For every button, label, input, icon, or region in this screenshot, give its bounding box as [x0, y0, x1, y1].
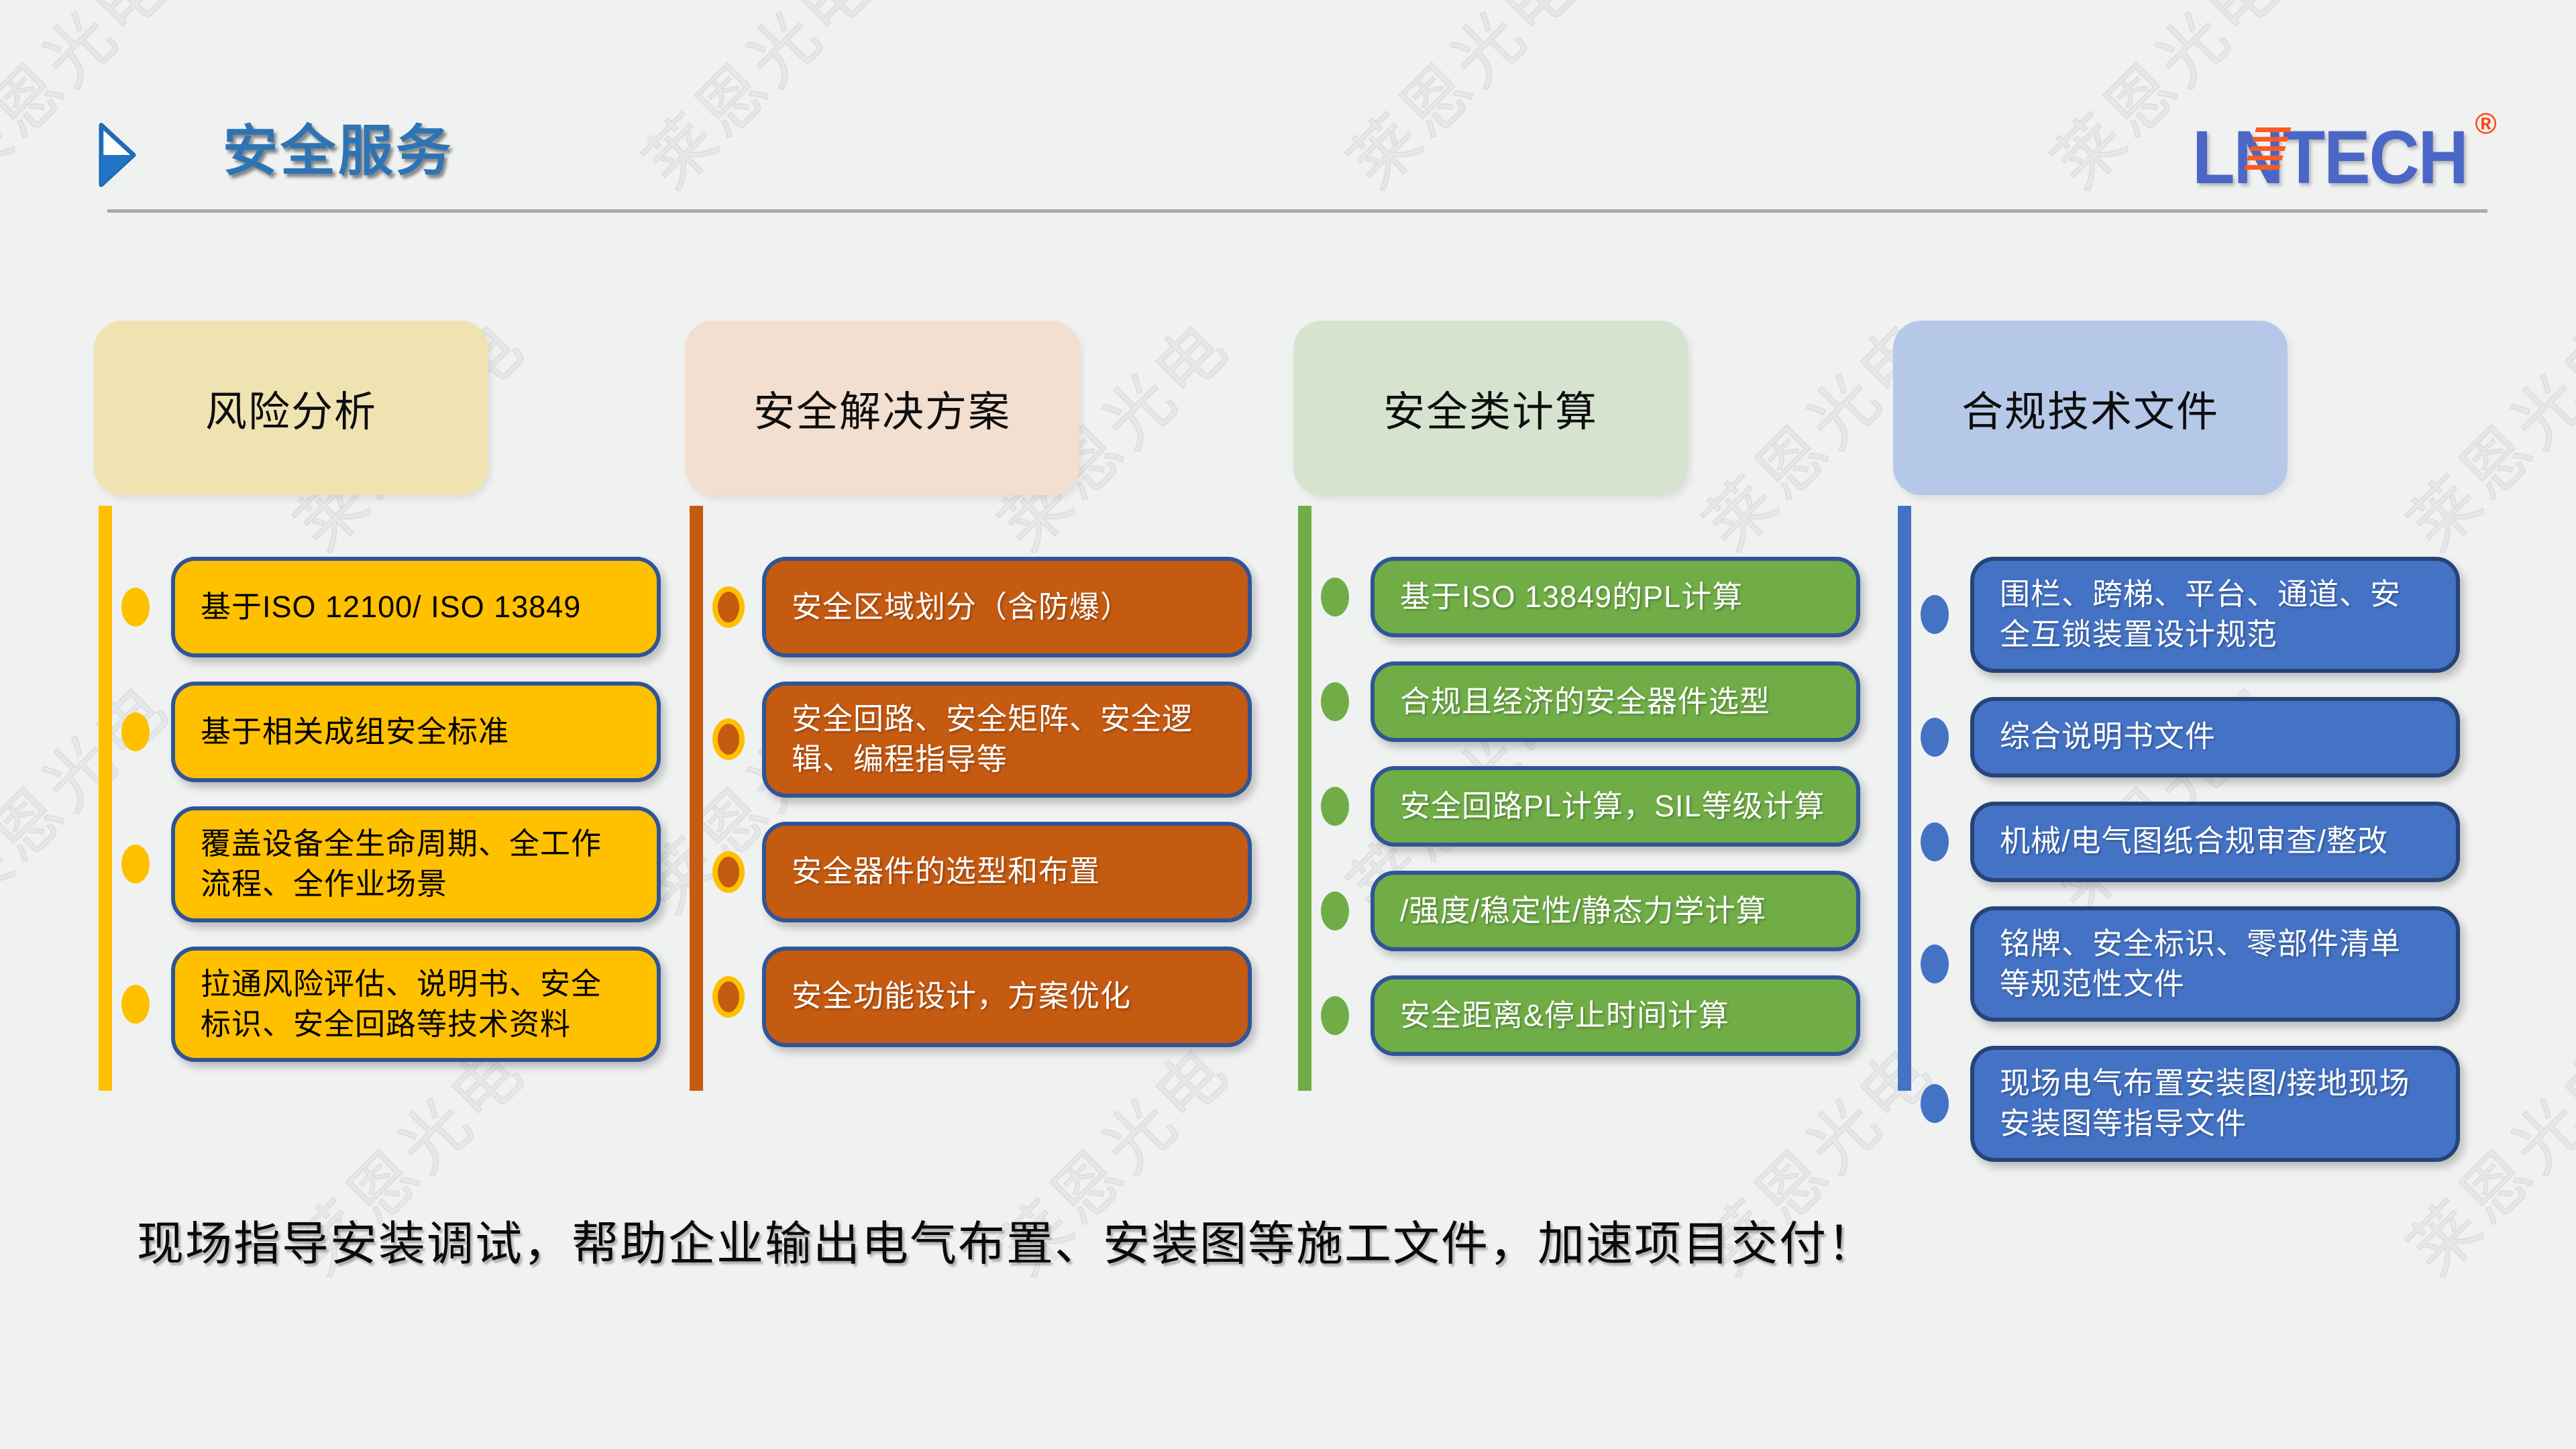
list-item: 基于ISO 13849的PL计算 — [1321, 557, 1860, 637]
column-header: 安全类计算 — [1293, 321, 1688, 495]
list-item: /强度/稳定性/静态力学计算 — [1321, 871, 1860, 951]
list-item: 围栏、跨梯、平台、通道、安全互锁装置设计规范 — [1921, 557, 2460, 673]
service-column: 安全解决方案 安全区域划分（含防爆） 安全回路、安全矩阵、安全逻辑、编程指导等 … — [685, 321, 1265, 1091]
column-item-list: 基于ISO 12100/ ISO 13849 基于相关成组安全标准 覆盖设备全生… — [121, 557, 661, 1063]
list-item: 安全器件的选型和布置 — [712, 821, 1252, 922]
bullet-icon — [1321, 578, 1349, 616]
column-accent-bar — [1898, 506, 1911, 1091]
lntech-logo: LNTECH ® — [2192, 107, 2497, 200]
page-title: 安全服务 — [223, 121, 454, 182]
bottom-note: 现场指导安装调试，帮助企业输出电气布置、安装图等施工文件，加速项目交付！ — [137, 1219, 1876, 1271]
list-item: 覆盖设备全生命周期、全工作流程、全作业场景 — [121, 806, 661, 922]
service-column: 合规技术文件 围栏、跨梯、平台、通道、安全互锁装置设计规范 综合说明书文件 机械… — [1893, 321, 2473, 1186]
bullet-icon — [712, 975, 745, 1018]
list-item-label: 基于ISO 12100/ ISO 13849 — [201, 589, 582, 624]
bullet-icon — [121, 588, 150, 627]
registered-trademark-icon: ® — [2475, 107, 2497, 140]
list-item: 综合说明书文件 — [1921, 696, 2460, 777]
watermark-text: 莱恩光电 — [631, 0, 890, 203]
column-item-list: 围栏、跨梯、平台、通道、安全互锁装置设计规范 综合说明书文件 机械/电气图纸合规… — [1921, 557, 2460, 1162]
bullet-icon — [1921, 595, 1949, 635]
bullet-icon — [1921, 717, 1949, 757]
bullet-icon — [712, 851, 745, 893]
list-item: 现场电气布置安装图/接地现场安装图等指导文件 — [1921, 1046, 2460, 1162]
watermark-text: 莱恩光电 — [0, 0, 185, 203]
bullet-icon — [1321, 996, 1349, 1035]
list-item: 基于相关成组安全标准 — [121, 682, 661, 782]
column-header-label: 合规技术文件 — [1961, 389, 2219, 435]
service-column: 安全类计算 基于ISO 13849的PL计算 合规且经济的安全器件选型 安全回路… — [1293, 321, 1874, 1091]
list-item: 安全回路PL计算，SIL等级计算 — [1321, 766, 1860, 847]
list-item-label: /强度/稳定性/静态力学计算 — [1400, 893, 1767, 928]
list-item-label: 安全器件的选型和布置 — [792, 854, 1101, 889]
bullet-icon — [1921, 1084, 1949, 1124]
list-item-label: 安全回路PL计算，SIL等级计算 — [1400, 788, 1825, 823]
list-item-label: 基于ISO 13849的PL计算 — [1400, 579, 1743, 614]
bullet-icon — [1321, 682, 1349, 721]
arrow-bullet-icon — [98, 122, 137, 188]
list-item: 合规且经济的安全器件选型 — [1321, 661, 1860, 742]
bullet-icon — [1321, 787, 1349, 826]
list-item: 安全区域划分（含防爆） — [712, 557, 1252, 657]
column-header: 风险分析 — [94, 321, 488, 495]
bullet-icon — [712, 718, 745, 761]
column-header-label: 安全类计算 — [1383, 389, 1598, 435]
list-item-label: 综合说明书文件 — [2000, 719, 2216, 754]
list-item: 安全功能设计，方案优化 — [712, 946, 1252, 1047]
list-item-label: 现场电气布置安装图/接地现场安装图等指导文件 — [2000, 1066, 2410, 1141]
list-item-label: 安全区域划分（含防爆） — [792, 589, 1132, 624]
list-item: 安全回路、安全矩阵、安全逻辑、编程指导等 — [712, 682, 1252, 798]
bullet-icon — [1921, 822, 1949, 861]
column-header-label: 安全解决方案 — [753, 389, 1011, 435]
column-header: 安全解决方案 — [685, 321, 1079, 495]
service-column: 风险分析 基于ISO 12100/ ISO 13849 基于相关成组安全标准 覆… — [94, 321, 674, 1091]
list-item: 拉通风险评估、说明书、安全标识、安全回路等技术资料 — [121, 946, 661, 1063]
bullet-icon — [121, 845, 150, 884]
list-item-label: 合规且经济的安全器件选型 — [1400, 684, 1771, 718]
bullet-icon — [1321, 892, 1349, 930]
list-item-label: 安全功能设计，方案优化 — [792, 979, 1132, 1014]
column-accent-bar — [99, 506, 112, 1091]
bullet-icon — [121, 712, 150, 751]
list-item-label: 覆盖设备全生命周期、全工作流程、全作业场景 — [201, 826, 602, 902]
list-item-label: 安全回路、安全矩阵、安全逻辑、编程指导等 — [792, 702, 1193, 777]
logo-text: LNTECH — [2192, 115, 2469, 200]
list-item-label: 铭牌、安全标识、零部件清单等规范性文件 — [2000, 926, 2402, 1001]
list-item-label: 基于相关成组安全标准 — [201, 714, 510, 749]
list-item-label: 安全距离&停止时间计算 — [1400, 998, 1730, 1032]
column-item-list: 安全区域划分（含防爆） 安全回路、安全矩阵、安全逻辑、编程指导等 安全器件的选型… — [712, 557, 1252, 1047]
list-item: 安全距离&停止时间计算 — [1321, 975, 1860, 1056]
column-header: 合规技术文件 — [1893, 321, 2288, 495]
list-item: 基于ISO 12100/ ISO 13849 — [121, 557, 661, 657]
title-divider — [107, 209, 2487, 213]
list-item: 铭牌、安全标识、零部件清单等规范性文件 — [1921, 906, 2460, 1022]
list-item: 机械/电气图纸合规审查/整改 — [1921, 801, 2460, 882]
watermark-text: 莱恩光电 — [1335, 0, 1594, 203]
list-item-label: 拉通风险评估、说明书、安全标识、安全回路等技术资料 — [201, 966, 602, 1041]
column-header-label: 风险分析 — [205, 389, 377, 435]
bullet-icon — [712, 586, 745, 628]
list-item-label: 围栏、跨梯、平台、通道、安全互锁装置设计规范 — [2000, 577, 2402, 652]
list-item-label: 机械/电气图纸合规审查/整改 — [2000, 824, 2389, 859]
bullet-icon — [1921, 944, 1949, 983]
bullet-icon — [121, 984, 150, 1024]
column-accent-bar — [1298, 506, 1311, 1091]
column-accent-bar — [690, 506, 703, 1091]
column-item-list: 基于ISO 13849的PL计算 合规且经济的安全器件选型 安全回路PL计算，S… — [1321, 557, 1860, 1056]
